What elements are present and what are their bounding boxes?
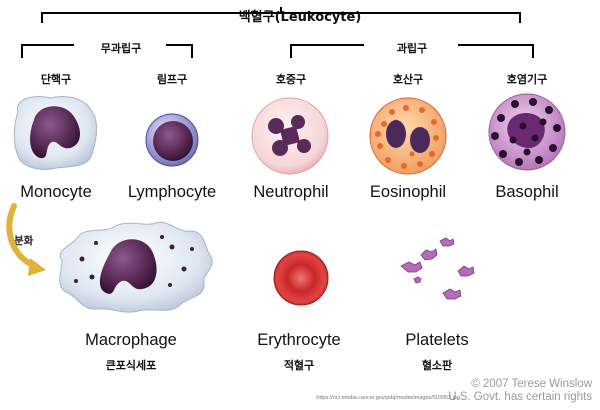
group-label-agranulocytes: 무과립구 [100,42,142,55]
group-label-granulocytes: 과립구 [396,42,428,55]
credit-url: https://nci-media.cancer.gov/pdq/media/i… [316,395,460,401]
label-korean-monocyte: 단핵구 [40,73,72,86]
label-english-neutrophil: Neutrophil [253,183,329,201]
neutrophil-cell [251,97,329,175]
label-korean-platelets: 혈소판 [421,359,453,372]
diagram-title: 백혈구(Leukocyte) [238,10,362,25]
label-english-eosinophil: Eosinophil [369,183,447,201]
label-korean-basophil: 호염기구 [506,73,548,86]
label-english-platelets: Platelets [405,331,469,349]
label-english-monocyte: Monocyte [20,183,92,201]
credit-rights: U.S. Govt. has certain rights [448,391,592,403]
label-korean-lymphocyte: 림프구 [156,73,188,86]
credit-copyright: © 2007 Terese Winslow [471,378,592,390]
label-english-basophil: Basophil [495,183,559,201]
platelets-cells [400,237,475,300]
differentiation-label: 분화 [14,235,34,247]
eosinophil-cell [369,97,447,175]
label-english-erythrocyte: Erythrocyte [257,331,341,349]
lymphocyte-cell [145,113,199,167]
monocyte-cell [13,96,98,170]
label-korean-neutrophil: 호중구 [275,73,307,86]
label-english-lymphocyte: Lymphocyte [127,183,217,201]
label-korean-eosinophil: 호산구 [392,73,424,86]
erythrocyte-cell [273,250,329,306]
macrophage-cell [59,221,213,313]
label-korean-macrophage: 큰포식세포 [105,359,157,372]
basophil-cell [488,93,566,171]
label-korean-erythrocyte: 적혈구 [283,359,315,372]
label-english-macrophage: Macrophage [85,331,177,349]
